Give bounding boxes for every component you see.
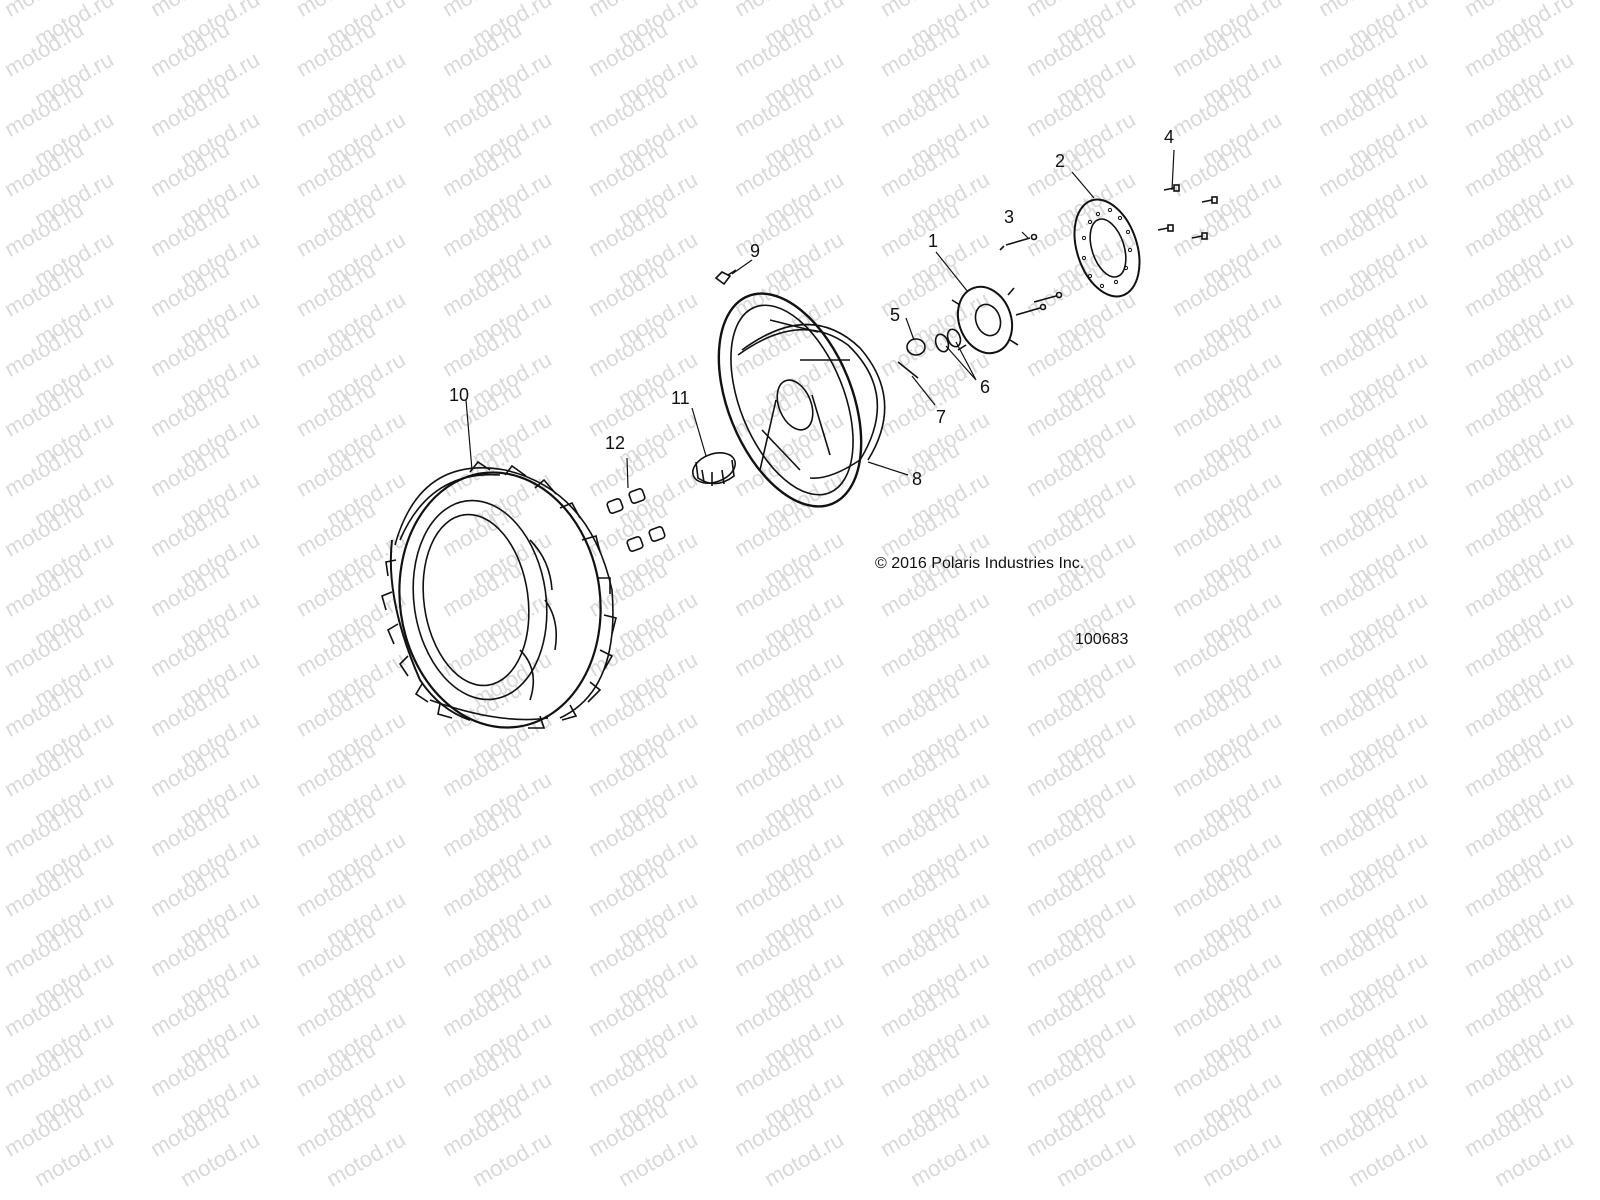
wheel-hub bbox=[951, 285, 1019, 355]
center-nut bbox=[691, 452, 737, 486]
callout-4: 4 bbox=[1164, 127, 1175, 147]
axle-nut-washers bbox=[906, 328, 962, 356]
wheel-rim bbox=[717, 292, 886, 508]
diagram-number: 100683 bbox=[1075, 631, 1129, 648]
copyright-notice: © 2016 Polaris Industries Inc. bbox=[875, 555, 1085, 572]
callout-9: 9 bbox=[750, 241, 761, 261]
tire bbox=[381, 460, 617, 729]
callout-12: 12 bbox=[605, 433, 626, 453]
callout-2: 2 bbox=[1055, 151, 1066, 171]
callout-7: 7 bbox=[936, 407, 947, 427]
disc-bolts bbox=[1157, 184, 1218, 240]
brake-disc bbox=[1073, 198, 1141, 298]
lug-nuts bbox=[606, 488, 666, 552]
callout-6: 6 bbox=[980, 377, 991, 397]
hub-studs bbox=[999, 233, 1063, 316]
leader-lines bbox=[465, 149, 1175, 489]
callout-3: 3 bbox=[1004, 207, 1015, 227]
valve-stem bbox=[714, 269, 737, 286]
callout-11: 11 bbox=[671, 388, 690, 408]
callout-1: 1 bbox=[928, 231, 939, 251]
callout-8: 8 bbox=[912, 469, 923, 489]
callout-10: 10 bbox=[449, 385, 470, 405]
cotter-pin bbox=[897, 361, 919, 379]
callout-5: 5 bbox=[890, 305, 901, 325]
